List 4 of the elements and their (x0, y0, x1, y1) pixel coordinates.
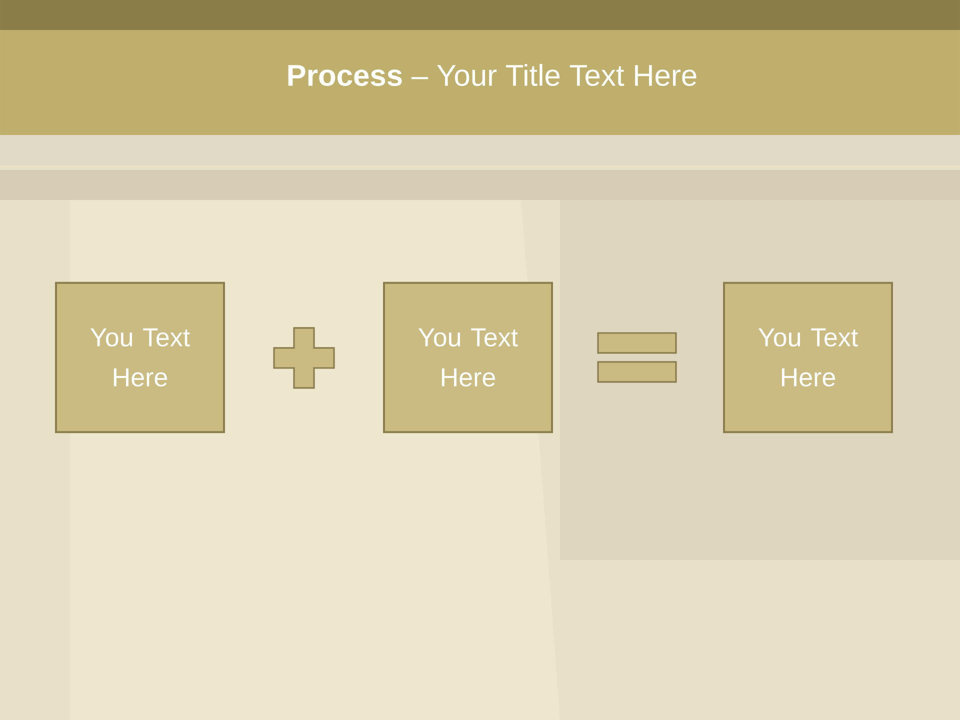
text-box: You Text Here (383, 282, 553, 434)
title: Process – Your Title Text Here (288, 64, 696, 86)
text-box: You Text Here (723, 282, 893, 434)
text-box: You Text Here (55, 282, 225, 434)
